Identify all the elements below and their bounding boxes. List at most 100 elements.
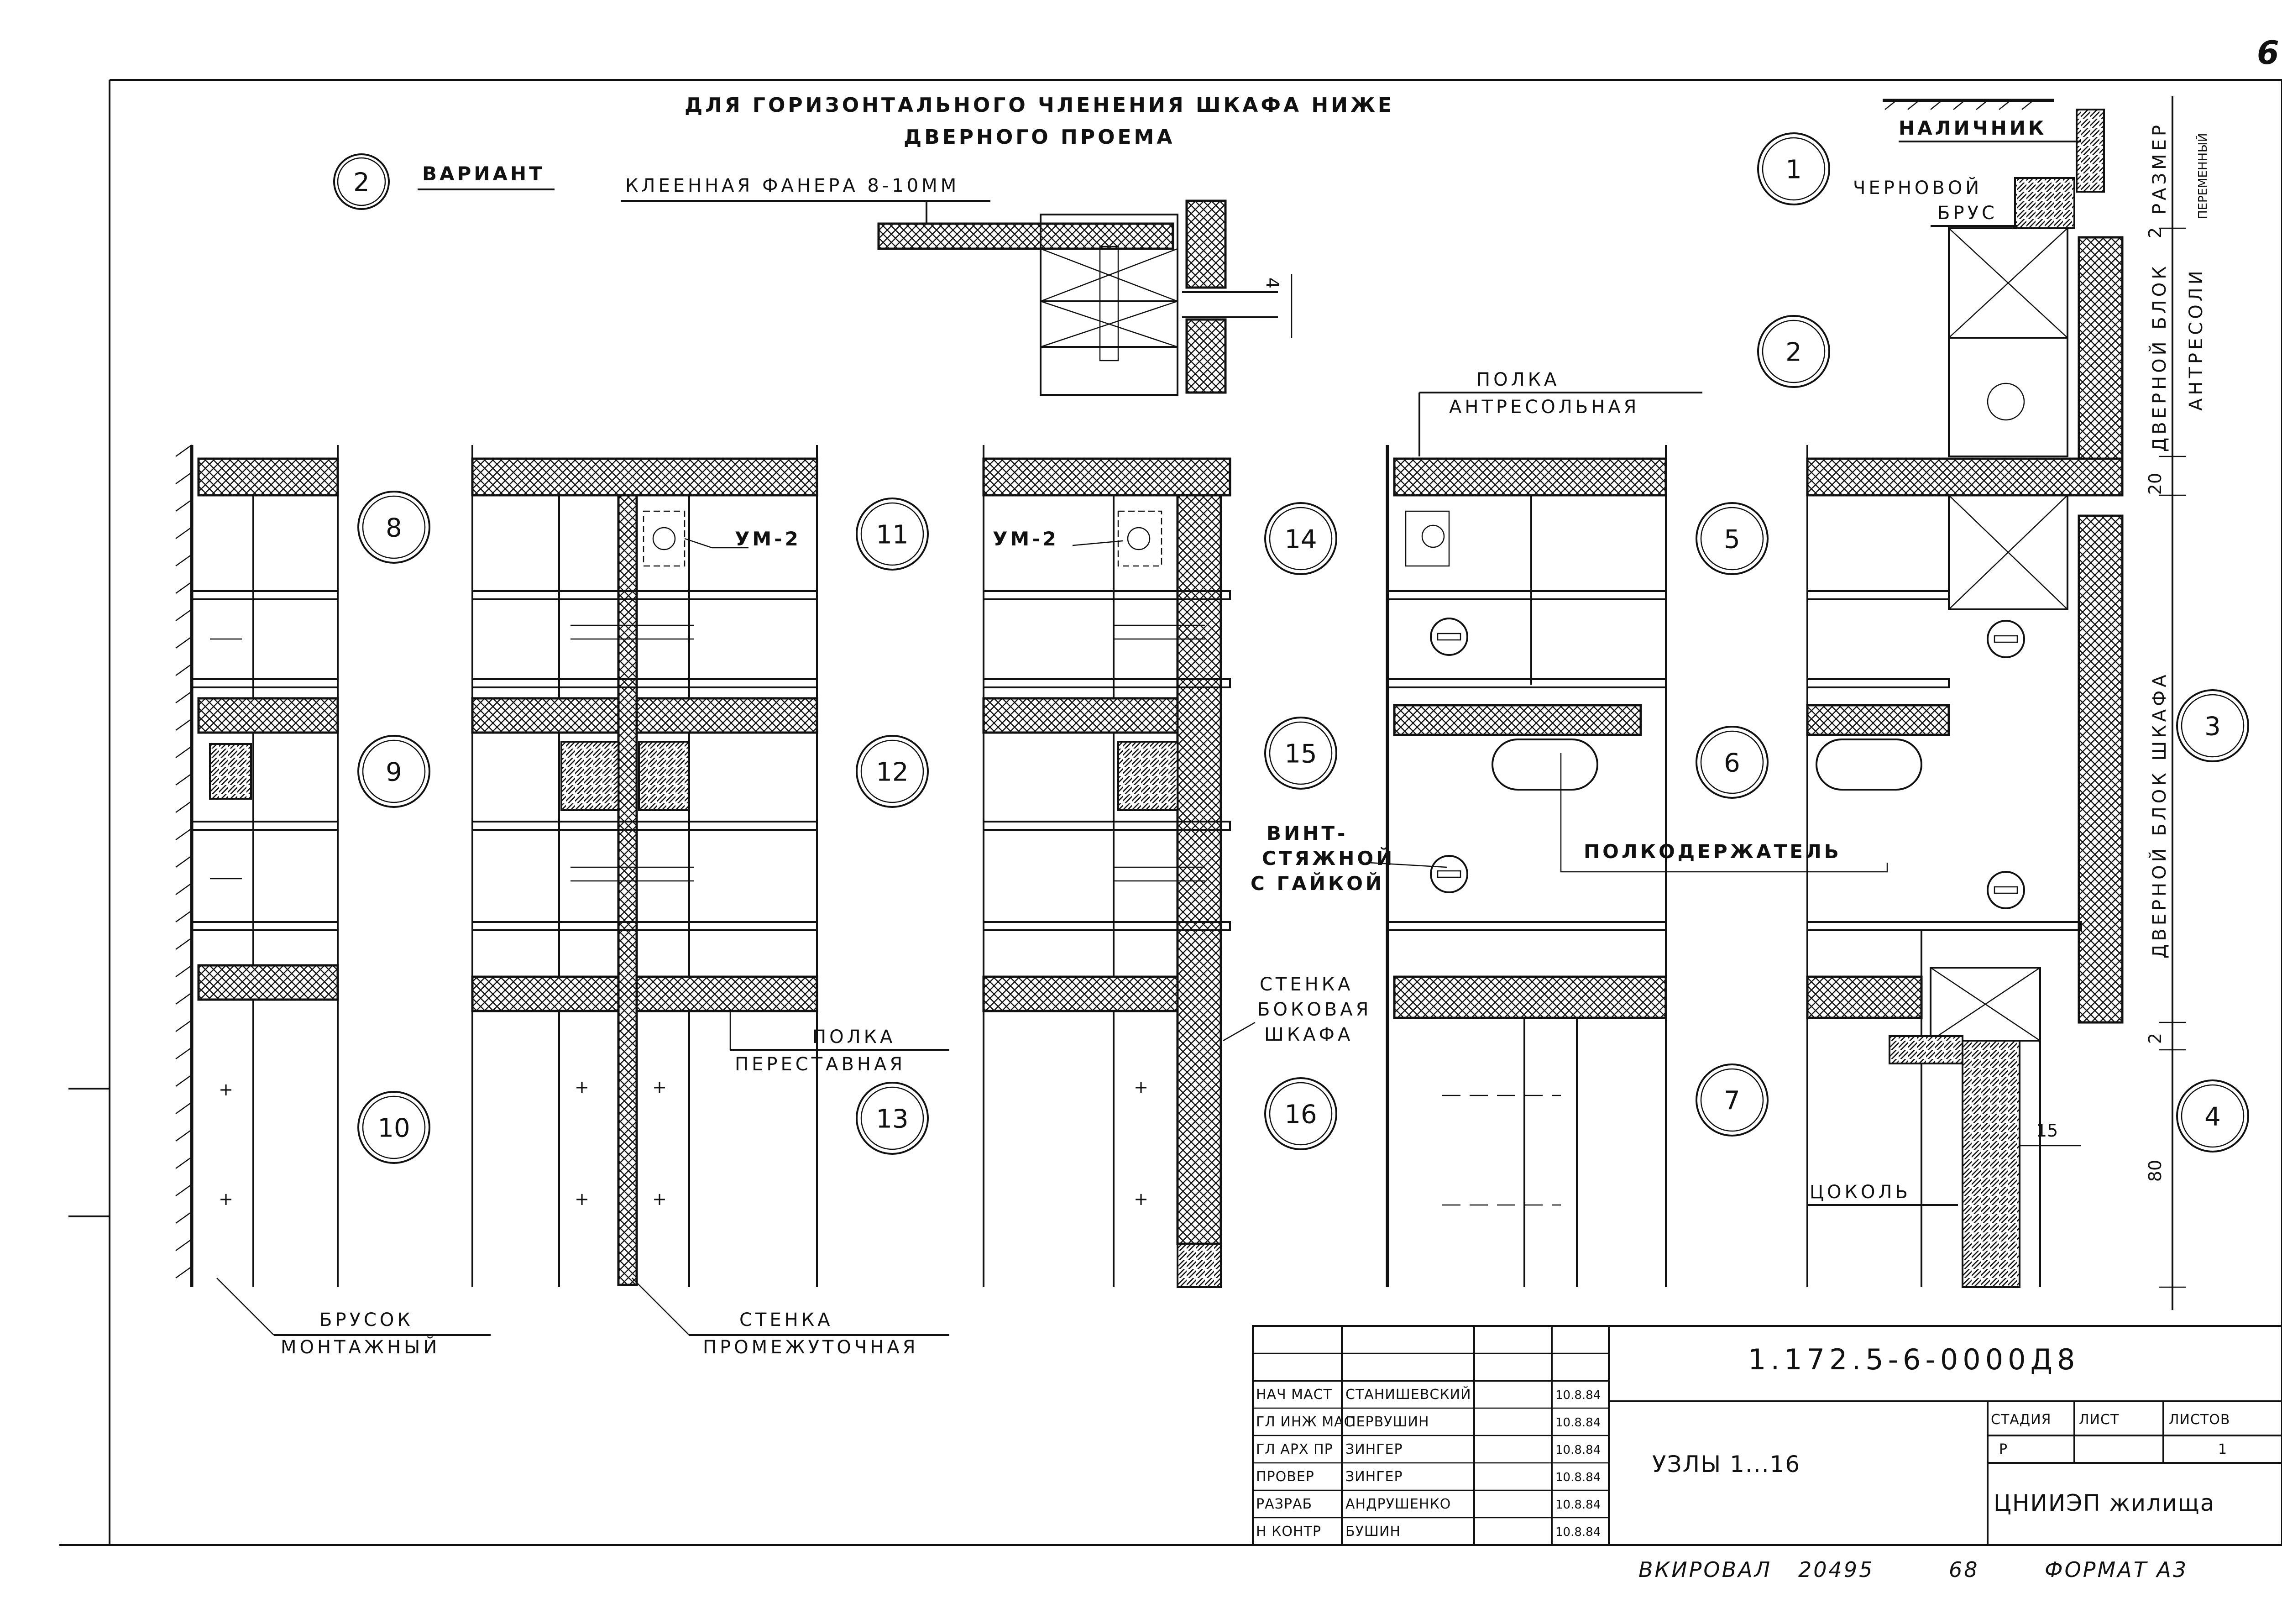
leader-labels: НАЛИЧНИК ЧЕРНОВОЙ БРУС ПОЛКА АНТРЕСОЛЬНА…	[216, 117, 2081, 1358]
svg-text:+: +	[652, 1077, 667, 1097]
organization: ЦНИИЭП жилища	[1994, 1490, 2215, 1516]
tb-name-5: БУШИН	[1345, 1524, 1401, 1540]
tb-date-5: 10.8.84	[1555, 1525, 1601, 1539]
label-plinth: ЦОКОЛЬ	[1810, 1182, 1911, 1203]
label-shelf-mezz-2: АНТРЕСОЛЬНАЯ	[1449, 397, 1639, 418]
label-mid-wall-2: ПРОМЕЖУТОЧНАЯ	[703, 1337, 919, 1358]
node-4: 4	[2176, 1079, 2249, 1153]
svg-text:3: 3	[2204, 712, 2221, 742]
label-mid-wall-1: СТЕНКА	[739, 1310, 833, 1331]
svg-text:1: 1	[1785, 155, 1802, 185]
footer: ВКИРОВАЛ 20495 68 ФОРМАТ А3	[1638, 1557, 2188, 1582]
dim-var-label: ПЕРЕМЕННЫЙ	[2195, 133, 2210, 219]
svg-text:+: +	[1134, 1189, 1148, 1209]
dim-size-label: РАЗМЕР	[2149, 122, 2170, 215]
svg-text:12: 12	[876, 758, 908, 787]
svg-text:4: 4	[2204, 1102, 2221, 1132]
section-nodes-5-7	[1386, 445, 1888, 1287]
node-8: 8	[357, 491, 430, 564]
label-shelf-holder: ПОЛКОДЕРЖАТЕЛЬ	[1584, 840, 1842, 863]
label-um2-a: УМ-2	[735, 528, 801, 550]
label-um2-b: УМ-2	[993, 528, 1059, 550]
node-3: 3	[2176, 689, 2249, 762]
label-screw-3: С ГАЙКОЙ	[1251, 872, 1384, 895]
tb-date-3: 10.8.84	[1555, 1471, 1601, 1484]
label-screw-2: СТЯЖНОЙ	[1262, 847, 1395, 870]
svg-text:6: 6	[1724, 749, 1740, 778]
node-11: 11	[856, 498, 929, 571]
tb-date-4: 10.8.84	[1555, 1498, 1601, 1512]
drawing-title: УЗЛЫ 1...16	[1652, 1451, 1800, 1477]
tb-role-0: НАЧ МАСТ	[1256, 1387, 1332, 1403]
footer-format: ФОРМАТ А3	[2045, 1557, 2188, 1582]
node-13: 13	[856, 1082, 929, 1155]
node-1: 1	[1757, 132, 1830, 205]
svg-text:2: 2	[1785, 338, 1802, 367]
label-shelf-move-1: ПОЛКА	[812, 1027, 895, 1048]
tb-name-4: АНДРУШЕНКО	[1345, 1496, 1451, 1512]
header-line-1: ДЛЯ ГОРИЗОНТАЛЬНОГО ЧЛЕНЕНИЯ ШКАФА НИЖЕ	[685, 94, 1394, 117]
svg-text:15: 15	[1284, 739, 1317, 769]
tb-role-2: ГЛ АРХ ПР	[1256, 1441, 1333, 1457]
svg-text:+: +	[652, 1189, 667, 1209]
tb-name-3: ЗИНГЕР	[1345, 1469, 1403, 1485]
title-block: НАЧ МАСТ СТАНИШЕВСКИЙ 10.8.84 ГЛ ИНЖ МАС…	[1252, 1325, 2282, 1546]
node-10: 10	[357, 1091, 430, 1164]
node-12: 12	[856, 735, 929, 808]
sheet-number: 6	[2257, 34, 2279, 72]
footer-copy-number: 20495	[1798, 1557, 1874, 1582]
footer-copied: ВКИРОВАЛ	[1638, 1557, 1772, 1582]
svg-text:7: 7	[1724, 1086, 1740, 1116]
tb-role-3: ПРОВЕР	[1256, 1469, 1314, 1485]
svg-text:10: 10	[377, 1114, 410, 1143]
tb-sheet-header: ЛИСТ	[2079, 1412, 2119, 1428]
node-16: 16	[1264, 1077, 1337, 1150]
door-block-mezz-label: ДВЕРНОЙ БЛОК	[2148, 263, 2170, 452]
tb-role-1: ГЛ ИНЖ МАС	[1256, 1414, 1354, 1430]
svg-text:8: 8	[386, 513, 402, 543]
dim-4: 4	[1262, 278, 1282, 288]
variant-label: ВАРИАНТ	[422, 162, 545, 185]
svg-text:+: +	[575, 1077, 589, 1097]
plywood-detail: КЛЕЕННАЯ ФАНЕРА 8-10ММ 4	[621, 175, 1293, 396]
header-line-2: ДВЕРНОГО ПРОЕМА	[904, 126, 1175, 149]
label-side-wall-3: ШКАФА	[1264, 1024, 1353, 1045]
tb-date-0: 10.8.84	[1555, 1388, 1601, 1402]
footer-page: 68	[1949, 1557, 1979, 1582]
drawing-code: 1.172.5-6-0000Д8	[1748, 1343, 2080, 1376]
label-mount-bar-1: БРУСОК	[319, 1310, 413, 1331]
dimension-chain: 20 2 2 80 РАЗМЕР ПЕРЕМЕННЫЙ ДВЕРНОЙ БЛОК…	[2020, 96, 2210, 1310]
node-9: 9	[357, 735, 430, 808]
dim-20: 20	[2145, 473, 2165, 495]
node-7: 7	[1696, 1063, 1769, 1137]
tb-sheets-header: ЛИСТОВ	[2169, 1412, 2230, 1428]
tb-date-1: 10.8.84	[1555, 1416, 1601, 1430]
label-side-wall-2: БОКОВАЯ	[1257, 999, 1371, 1020]
svg-text:14: 14	[1284, 525, 1317, 555]
svg-text:9: 9	[386, 758, 402, 787]
node-15: 15	[1264, 717, 1337, 790]
label-rough-beam-1: ЧЕРНОВОЙ	[1853, 177, 1982, 199]
label-shelf-mezz-1: ПОЛКА	[1476, 369, 1560, 390]
label-casing: НАЛИЧНИК	[1899, 117, 2046, 139]
variant-number: 2	[353, 168, 370, 198]
svg-text:+: +	[219, 1189, 233, 1209]
node-14: 14	[1264, 502, 1337, 575]
label-side-wall-1: СТЕНКА	[1260, 974, 1353, 995]
node-5: 5	[1696, 502, 1769, 575]
section-nodes-1-4	[1806, 99, 2124, 1288]
tb-role-4: РАЗРАБ	[1256, 1496, 1312, 1512]
section-nodes-11-13: + + + + УМ-2	[471, 445, 818, 1287]
tb-date-2: 10.8.84	[1555, 1443, 1601, 1457]
dim-80: 80	[2145, 1160, 2165, 1182]
tb-name-1: ПЕРВУШИН	[1345, 1414, 1429, 1430]
dim-2a: 2	[2145, 1033, 2165, 1044]
tb-role-5: Н КОНТР	[1256, 1524, 1321, 1540]
svg-text:+: +	[575, 1189, 589, 1209]
dim-15: 15	[2036, 1121, 2058, 1141]
dim-2b: 2	[2145, 227, 2165, 238]
section-nodes-8-10: + +	[175, 444, 339, 1287]
door-block-mezz-label-2: АНТРЕСОЛИ	[2186, 267, 2207, 411]
label-rough-beam-2: БРУС	[1937, 203, 1998, 224]
